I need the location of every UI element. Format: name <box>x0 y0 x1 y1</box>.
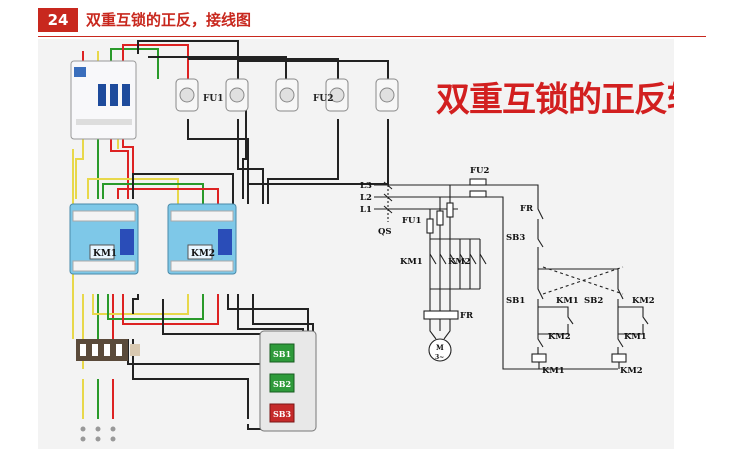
schematic-label-sb2: SB2 <box>584 296 603 306</box>
schematic-label-km2-coil: KM2 <box>620 366 643 376</box>
photo-contactor-label-km2: KM2 <box>191 249 215 259</box>
motor-terminals <box>80 426 116 442</box>
photo-button-label-sb3: SB3 <box>273 409 292 419</box>
thermal-relay <box>76 339 140 361</box>
schematic-label-fr-control: FR <box>520 204 534 214</box>
circuit-breaker <box>70 60 137 140</box>
wiring-diagram-svg: FU1 FU2 双重互锁的正反转控制 KM1 KM2 SB1 S <box>69 40 743 442</box>
schematic-label-sb1: SB1 <box>506 296 525 306</box>
header-rule <box>38 36 706 37</box>
schematic-label-fu2: FU2 <box>470 166 489 176</box>
contactor-km2 <box>167 203 237 275</box>
photo-big-title: 双重互锁的正反转控制 <box>436 80 674 120</box>
schematic-label-km2-lock: KM2 <box>548 332 571 342</box>
schematic-label-l2: L2 <box>360 193 372 203</box>
schematic-label-motor-phase: 3~ <box>435 354 444 361</box>
schematic-label-km1-aux: KM1 <box>556 296 579 306</box>
section-number-badge: 24 <box>38 8 78 32</box>
contactor-km1 <box>69 203 139 275</box>
fuse-holders <box>175 78 399 112</box>
schematic-label-km2-aux: KM2 <box>632 296 655 306</box>
schematic-label-sb3: SB3 <box>506 233 525 243</box>
push-button-box <box>259 330 317 432</box>
schematic-label-km1-main: KM1 <box>400 257 423 267</box>
photo-fuse-label-fu1: FU1 <box>203 94 224 104</box>
schematic-label-fr-power: FR <box>460 311 474 321</box>
photo-contactor-label-km1: KM1 <box>93 249 117 259</box>
schematic-label-l1: L1 <box>360 205 372 215</box>
schematic <box>374 178 649 370</box>
schematic-label-motor: M <box>436 343 444 352</box>
schematic-label-fu1: FU1 <box>402 216 421 226</box>
section-title: 双重互锁的正反，接线图 <box>86 11 252 29</box>
photo-button-label-sb2: SB2 <box>273 379 291 389</box>
schematic-label-l3: L3 <box>360 181 372 191</box>
schematic-label-km1-lock: KM1 <box>624 332 647 342</box>
schematic-label-qs: QS <box>378 227 392 237</box>
photo-button-label-sb1: SB1 <box>273 349 291 359</box>
wiring-photo-panel: FU1 FU2 双重互锁的正反转控制 KM1 KM2 SB1 S <box>38 39 743 449</box>
photo-fuse-label-fu2: FU2 <box>313 94 334 104</box>
section-header: 24 双重互锁的正反，接线图 <box>38 6 706 34</box>
schematic-label-km1-coil: KM1 <box>542 366 565 376</box>
schematic-label-km2-main: KM2 <box>448 257 471 267</box>
